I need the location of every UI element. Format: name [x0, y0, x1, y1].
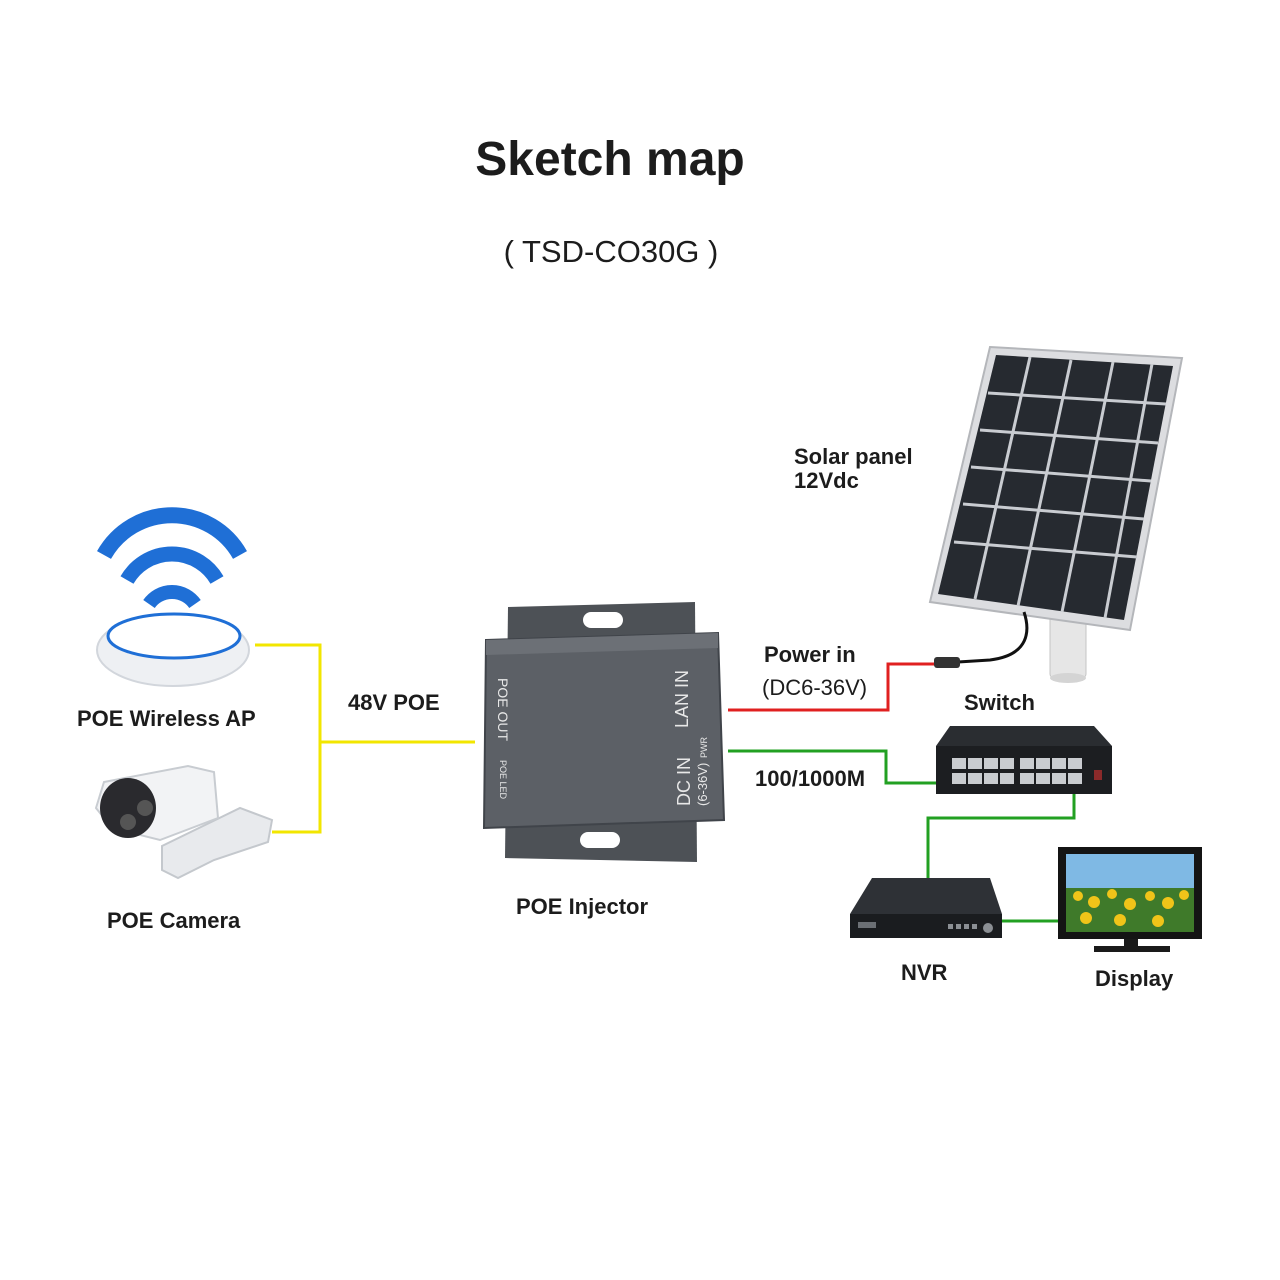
display-sunflowers	[1073, 889, 1189, 927]
ap-poe-line	[255, 643, 475, 744]
nvr-label: NVR	[901, 960, 948, 985]
solar-cell-grid	[953, 356, 1167, 619]
injector-body	[482, 631, 726, 830]
injector-switch-line	[728, 749, 955, 785]
speed-label: 100/1000M	[755, 766, 866, 791]
solar-panel	[928, 345, 1184, 683]
nvr-top	[850, 878, 1002, 914]
solar-panel-label: Solar panel	[794, 444, 913, 469]
poe-camera-device	[94, 764, 274, 880]
dc-plug	[934, 657, 960, 668]
poe-injector-device: POE OUT POE LED LAN IN DC IN (6-36V) PWR	[482, 602, 726, 862]
camera-bracket	[161, 806, 274, 880]
display-label: Display	[1095, 966, 1174, 991]
page-title: Sketch map	[475, 133, 745, 186]
nvr-buttons	[948, 924, 977, 929]
network-switch-device	[936, 726, 1112, 794]
camera-label: POE Camera	[107, 908, 241, 933]
camera-ir-right	[137, 800, 153, 816]
data-wiring	[728, 749, 1076, 923]
injector-label: POE Injector	[516, 894, 649, 919]
switch-power-button	[1094, 770, 1102, 780]
solar-voltage-label: 12Vdc	[794, 468, 859, 493]
display-neck	[1124, 939, 1138, 947]
power-in-label: Power in	[764, 642, 856, 667]
label-poe-led: POE LED	[498, 760, 508, 800]
nvr-dial	[983, 923, 993, 933]
camera-lens-face	[100, 778, 156, 838]
switch-front	[936, 746, 1112, 794]
injector-slot-top	[583, 612, 623, 628]
wireless-ap-label: POE Wireless AP	[77, 706, 256, 731]
wireless-ap-device	[96, 507, 250, 687]
power-range-label: (DC6-36V)	[762, 675, 868, 700]
solar-cable	[957, 611, 1029, 664]
label-poe-out: POE OUT	[495, 678, 511, 741]
switch-label: Switch	[964, 690, 1035, 715]
label-pwr: PWR	[699, 737, 709, 758]
display-stand	[1094, 946, 1170, 952]
display-device	[1058, 847, 1202, 952]
label-dc-range: (6-36V)	[695, 763, 710, 806]
camera-ir-left	[120, 814, 136, 830]
label-dc-in: DC IN	[674, 757, 694, 806]
power-in-line	[728, 662, 935, 712]
switch-nvr-line	[926, 783, 1076, 880]
camera-poe-line	[272, 742, 322, 834]
poe-wiring	[255, 643, 475, 834]
switch-top	[936, 726, 1112, 746]
ap-top	[106, 612, 242, 660]
nvr-device	[850, 878, 1002, 938]
switch-ports	[952, 758, 1082, 784]
injector-slot-bottom	[580, 832, 620, 848]
label-lan-in: LAN IN	[672, 670, 692, 728]
poe-voltage-label: 48V POE	[348, 690, 440, 715]
wifi-icon	[97, 507, 247, 609]
display-screen-sky	[1066, 854, 1194, 888]
page-subtitle: ( TSD-CO30G )	[503, 234, 719, 269]
solar-mount-cap	[1050, 673, 1086, 683]
